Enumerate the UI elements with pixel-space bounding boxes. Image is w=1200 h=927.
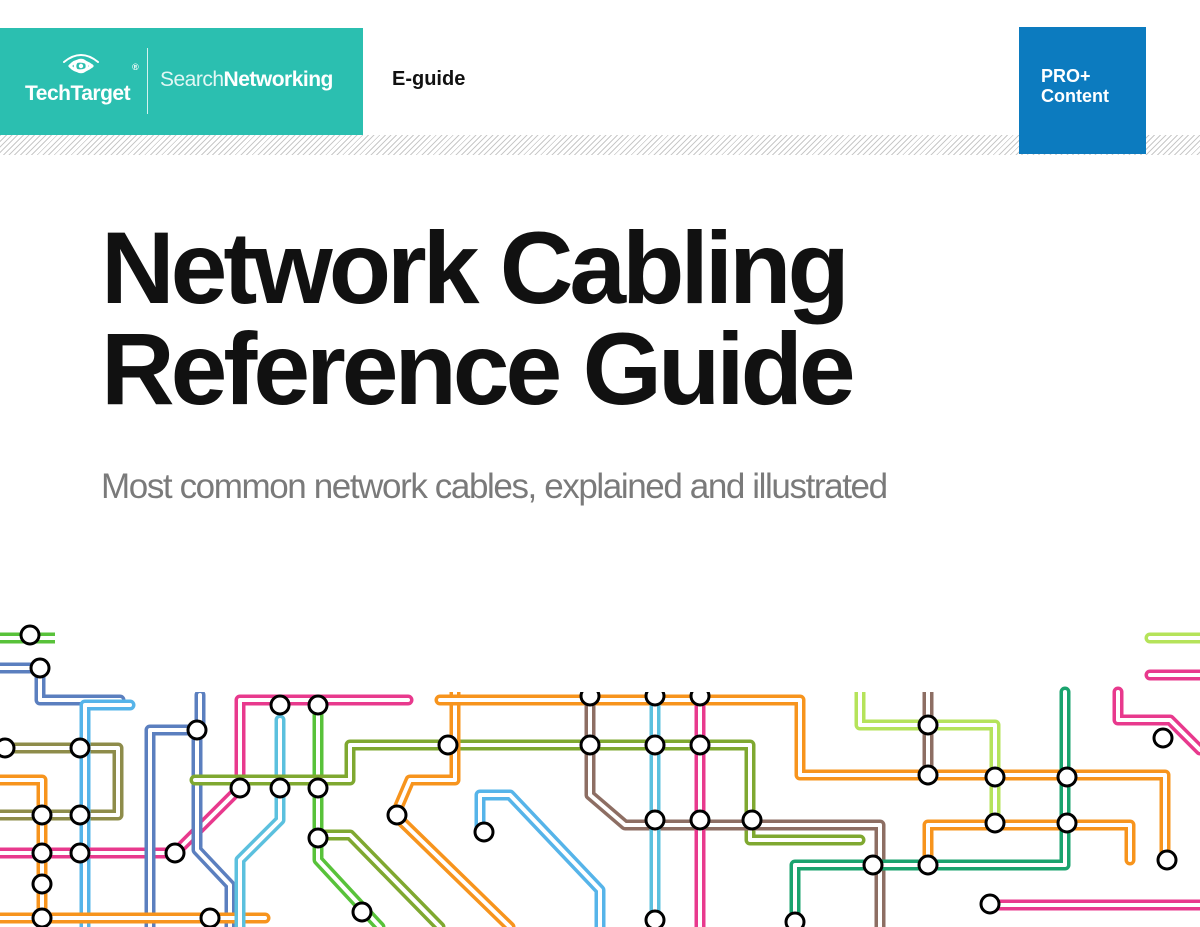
techtarget-logo-text[interactable]: TechTarget® (25, 62, 139, 106)
hatched-band (0, 135, 1200, 155)
brand-header (0, 28, 363, 135)
cable-line-right-edge (1144, 632, 1200, 681)
cable-line-magenta-right (984, 686, 1200, 911)
site-logo[interactable]: SearchNetworking (160, 68, 333, 92)
station-markers (0, 624, 1178, 927)
cable-line-skyblue-mid (234, 714, 286, 927)
logo-divider (147, 48, 148, 114)
eye-icon (63, 54, 99, 74)
cable-line-orange-right (922, 819, 1136, 871)
pro-content-badge: PRO+ Content (1019, 27, 1146, 154)
badge-line-content: Content (1041, 86, 1109, 106)
cable-line-navy (191, 724, 236, 927)
cable-line-blue-diag (474, 789, 606, 927)
publisher-name: TechTarget (25, 82, 131, 105)
page-title: Network Cabling Reference Guide (101, 211, 856, 426)
site-name-networking: Networking (223, 68, 334, 91)
cable-line-orange-main (389, 686, 1171, 927)
subway-map-illustration (0, 624, 1200, 927)
title-line-1: Network Cabling (101, 211, 850, 325)
cable-line-slate (144, 689, 206, 927)
registered-mark: ® (132, 62, 139, 72)
document-type-label: E-guide (392, 68, 466, 90)
cable-line-blue-left (0, 662, 126, 706)
site-name-search: Search (160, 68, 224, 91)
page-subtitle: Most common network cables, explained an… (101, 467, 888, 506)
badge-line-pro: PRO+ (1041, 66, 1091, 86)
cable-line-brown (584, 686, 886, 927)
cable-line-green-diag (312, 829, 446, 927)
cable-line-olive (0, 742, 124, 821)
title-line-2: Reference Guide (101, 312, 856, 426)
